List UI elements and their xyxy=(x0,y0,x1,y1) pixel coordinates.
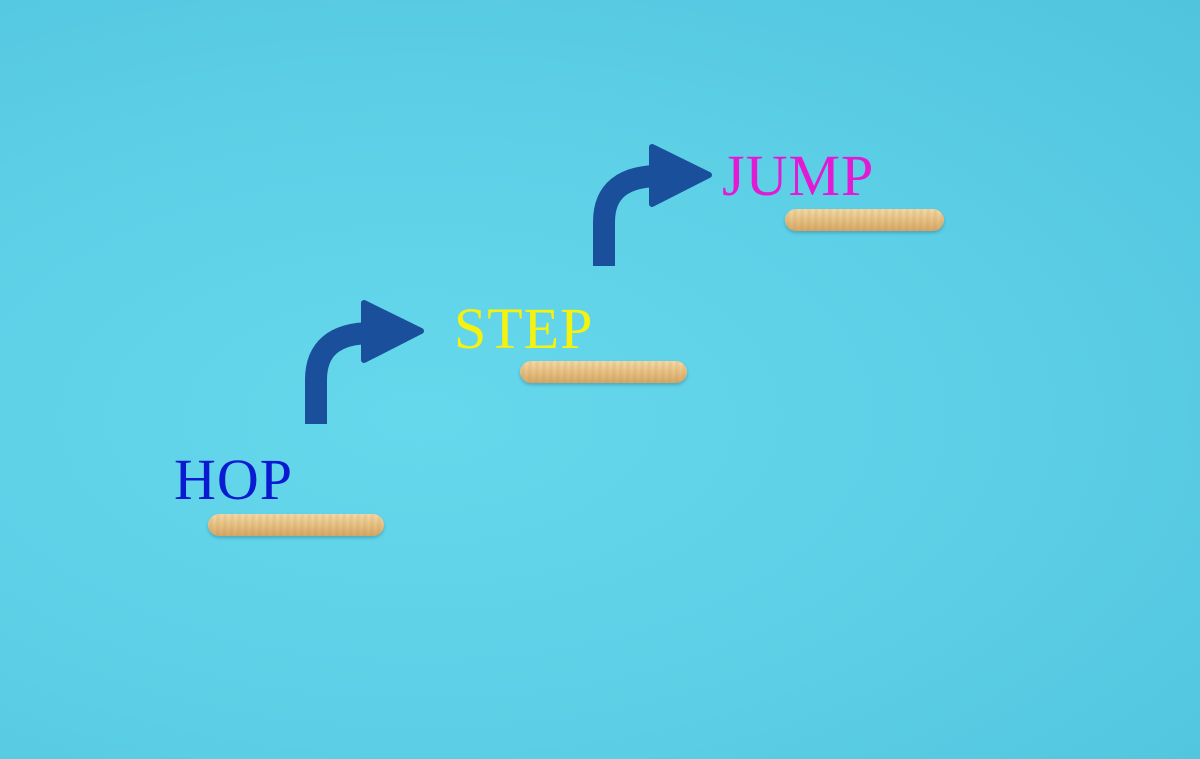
word-step: STEP xyxy=(454,296,594,361)
wooden-peg-low xyxy=(208,514,384,536)
wooden-peg-high xyxy=(785,209,944,231)
wooden-peg-middle xyxy=(520,361,687,383)
word-jump: JUMP xyxy=(722,143,875,208)
curved-arrow-icon xyxy=(305,300,424,424)
word-hop: HOP xyxy=(174,447,294,512)
curved-arrow-icon xyxy=(593,144,712,266)
